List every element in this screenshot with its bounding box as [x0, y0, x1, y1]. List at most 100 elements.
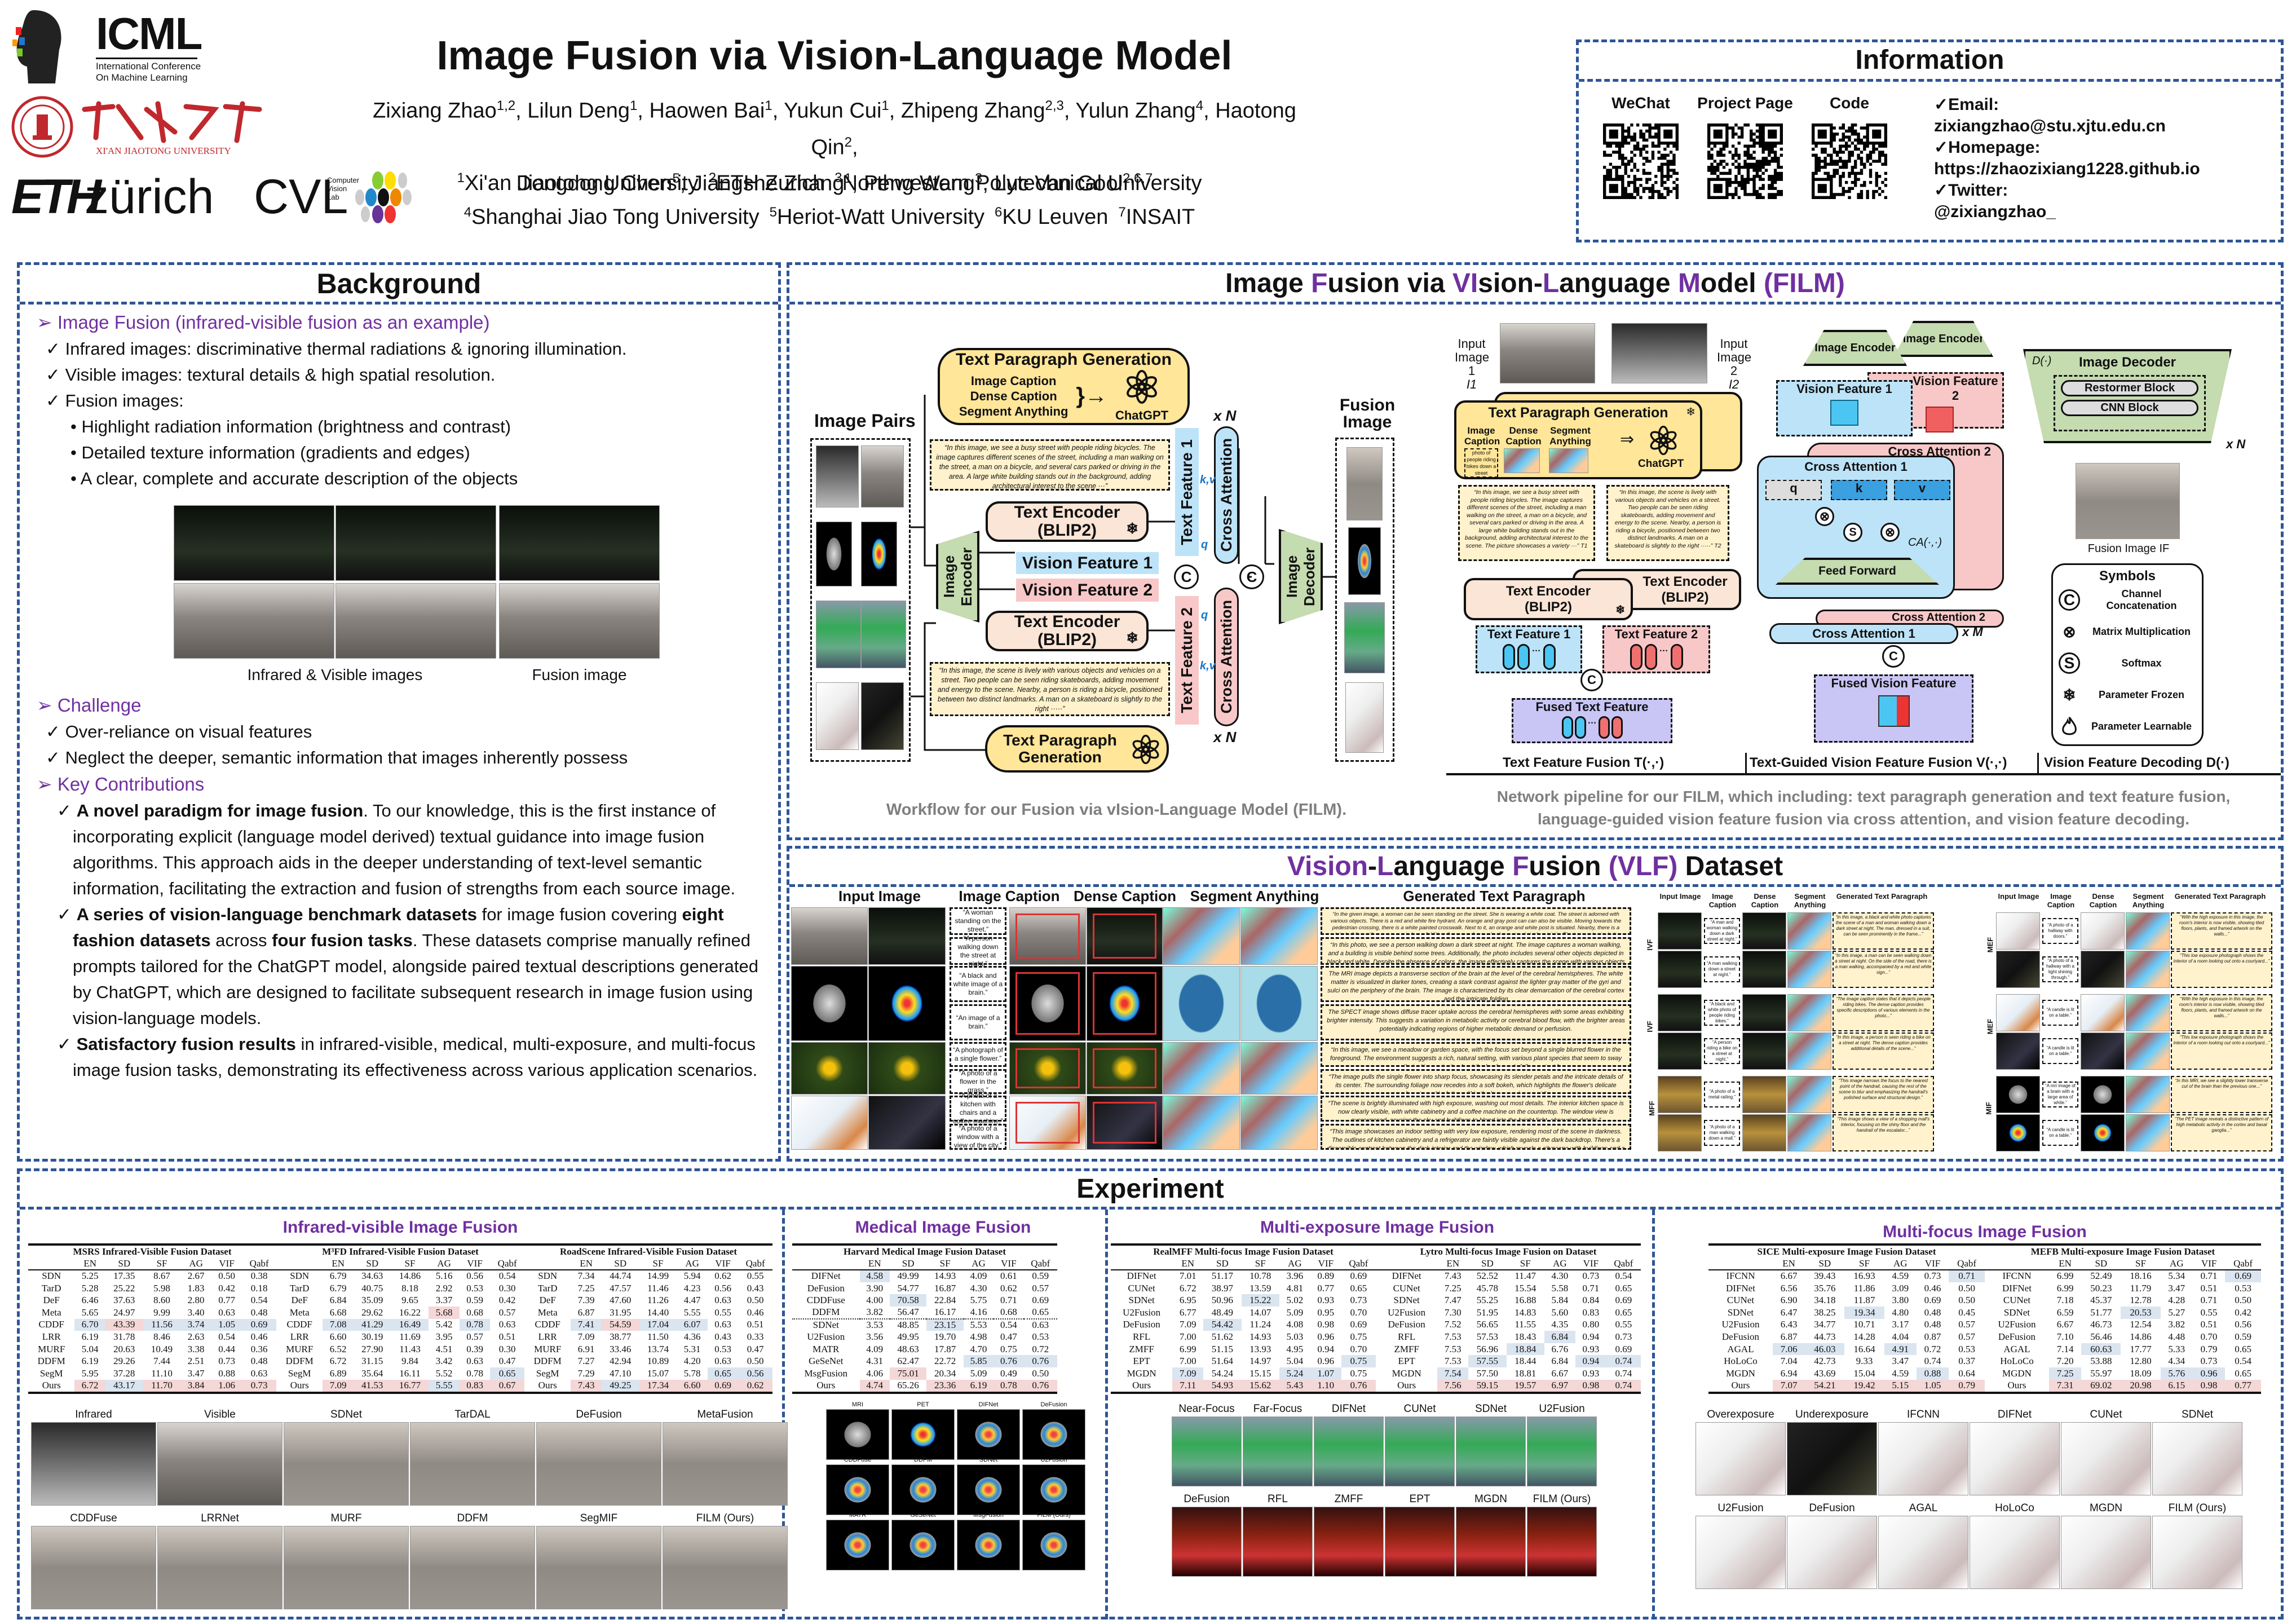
- metric-value: 69.02: [2081, 1379, 2121, 1392]
- metric-value: 16.64: [1853, 1343, 1875, 1354]
- metric-value: 40.75: [361, 1282, 383, 1294]
- metric-value: 13.93: [1249, 1343, 1271, 1354]
- metric-value: 11.69: [399, 1331, 421, 1342]
- ca1-title: Cross Attention 1: [1804, 460, 1908, 474]
- twitter-link[interactable]: @zixiangzhao_: [1934, 202, 2056, 221]
- qr-project-page[interactable]: Project Page: [1697, 94, 1793, 202]
- metric-value: 4.36: [683, 1331, 701, 1342]
- metric-header: Qabf: [249, 1257, 269, 1269]
- metric-value: 18.44: [1515, 1356, 1536, 1367]
- vlf-column-header: Image Caption: [959, 888, 1060, 904]
- metric-value: 0.94: [1575, 1355, 1606, 1367]
- method-name: U2Fusion: [807, 1331, 845, 1342]
- contribution-highlight: Satisfactory fusion results: [76, 1034, 296, 1054]
- metric-value: 0.69: [1924, 1295, 1941, 1306]
- cvl-hexagons-icon: [355, 171, 412, 223]
- title-segment: -: [1368, 851, 1377, 881]
- snowflake-icon: ❄: [2063, 686, 2076, 704]
- icml-logo: ICML International Conference On Machine…: [11, 8, 248, 83]
- experiment-section-title: Multi-exposure Image Fusion: [1260, 1218, 1495, 1237]
- metric-value: 0.75: [1341, 1355, 1376, 1367]
- metric-value: 11.56: [143, 1318, 181, 1331]
- result-image-label: MATR: [849, 1512, 867, 1519]
- metric-value: 14.40: [647, 1307, 669, 1318]
- metric-header: VIF: [1583, 1257, 1599, 1269]
- result-image: [2061, 1422, 2151, 1495]
- metric-value: 4.35: [1551, 1319, 1569, 1330]
- metric-value: 0.76: [994, 1355, 1024, 1367]
- metric-value: 2.51: [187, 1356, 205, 1367]
- metric-header: EN: [1782, 1257, 1795, 1269]
- metric-header: SF: [156, 1257, 167, 1269]
- vlf-side-dense: [2081, 912, 2125, 950]
- email-link[interactable]: zixiangzhao@stu.xjtu.edu.cn: [1934, 117, 2166, 135]
- decoder-symbol: D(·): [2032, 355, 2052, 367]
- method-name: SDNet: [1128, 1295, 1155, 1306]
- metric-value: 0.46: [250, 1331, 268, 1342]
- metric-value: 0.65: [490, 1367, 524, 1380]
- method-name: CUNet: [2003, 1295, 2031, 1306]
- matmul-icon: ⊗: [1880, 523, 1900, 542]
- metric-value: 52.52: [1476, 1270, 1499, 1282]
- vlf-sam-image: [1240, 1042, 1318, 1095]
- method-name: HoLoCo: [1724, 1356, 1758, 1367]
- metric-value: 0.39: [466, 1343, 483, 1354]
- metric-value: 4.09: [970, 1270, 987, 1282]
- vision-feature-1: Vision Feature 1: [1016, 552, 1159, 574]
- metric-value: 7.09: [1172, 1367, 1204, 1380]
- homepage-link[interactable]: https://zhaozixiang1228.github.io: [1934, 160, 2200, 178]
- metric-value: 3.37: [435, 1295, 453, 1306]
- metric-value: 42.73: [1814, 1356, 1836, 1367]
- section-challenge: ➢ Challenge: [37, 695, 142, 716]
- tpg-item: Dense Caption: [970, 389, 1057, 403]
- metric-value: 4.74: [859, 1379, 890, 1392]
- metric-value: 35.76: [1814, 1282, 1836, 1294]
- metric-value: 7.11: [1172, 1379, 1204, 1392]
- method-name: RFL: [1398, 1331, 1416, 1342]
- vlf-side-header: Generated Text Paragraph: [1836, 892, 1928, 901]
- text-paragraph-1: “In this image, we see a busy street wit…: [930, 439, 1170, 491]
- metric-value: 42.94: [610, 1356, 632, 1367]
- metric-value: 5.75: [970, 1295, 987, 1306]
- vlf-input-image: [791, 907, 868, 965]
- vlf-side-dense: [2081, 1032, 2125, 1070]
- metric-value: 0.62: [1000, 1282, 1017, 1294]
- vlf-side-paragraph: “In this image, a man can be seen walkin…: [1833, 951, 1934, 988]
- metric-value: 0.51: [2200, 1319, 2218, 1330]
- qr-code[interactable]: Code: [1802, 94, 1897, 202]
- metric-value: 0.48: [250, 1307, 268, 1318]
- vlf-dense-caption-image: [1087, 966, 1163, 1041]
- pair-image: [816, 682, 859, 750]
- metric-value: 6.47: [1780, 1307, 1798, 1318]
- contribution-item: ✓ A series of vision-language benchmark …: [37, 902, 764, 1031]
- result-image-label: Near-Focus: [1178, 1403, 1235, 1415]
- metric-value: 4.16: [970, 1307, 987, 1318]
- metric-value: 0.94: [1317, 1343, 1335, 1354]
- text-feature-1-label: Text Feature 1: [1487, 627, 1571, 641]
- metric-value: 7.41: [571, 1318, 602, 1331]
- metric-value: 13.74: [647, 1343, 669, 1354]
- vlf-image-caption: “A person walking down the street at nig…: [950, 934, 1006, 968]
- vlf-sam-image: [1240, 966, 1318, 1041]
- method-name: SDNet: [1393, 1295, 1420, 1306]
- figure-caption-right: Fusion image: [532, 666, 627, 683]
- qr-wechat[interactable]: WeChat: [1593, 94, 1689, 202]
- metric-value: 0.54: [218, 1331, 235, 1342]
- metric-value: 2.92: [435, 1282, 453, 1294]
- metric-header: SF: [2135, 1257, 2146, 1269]
- author-name: Lilun Deng: [527, 99, 630, 123]
- softmax-icon: S: [1843, 523, 1862, 542]
- title-segment: F: [1311, 268, 1328, 298]
- qr-code-icon: [1812, 123, 1887, 199]
- method-name: CUNet: [1727, 1295, 1755, 1306]
